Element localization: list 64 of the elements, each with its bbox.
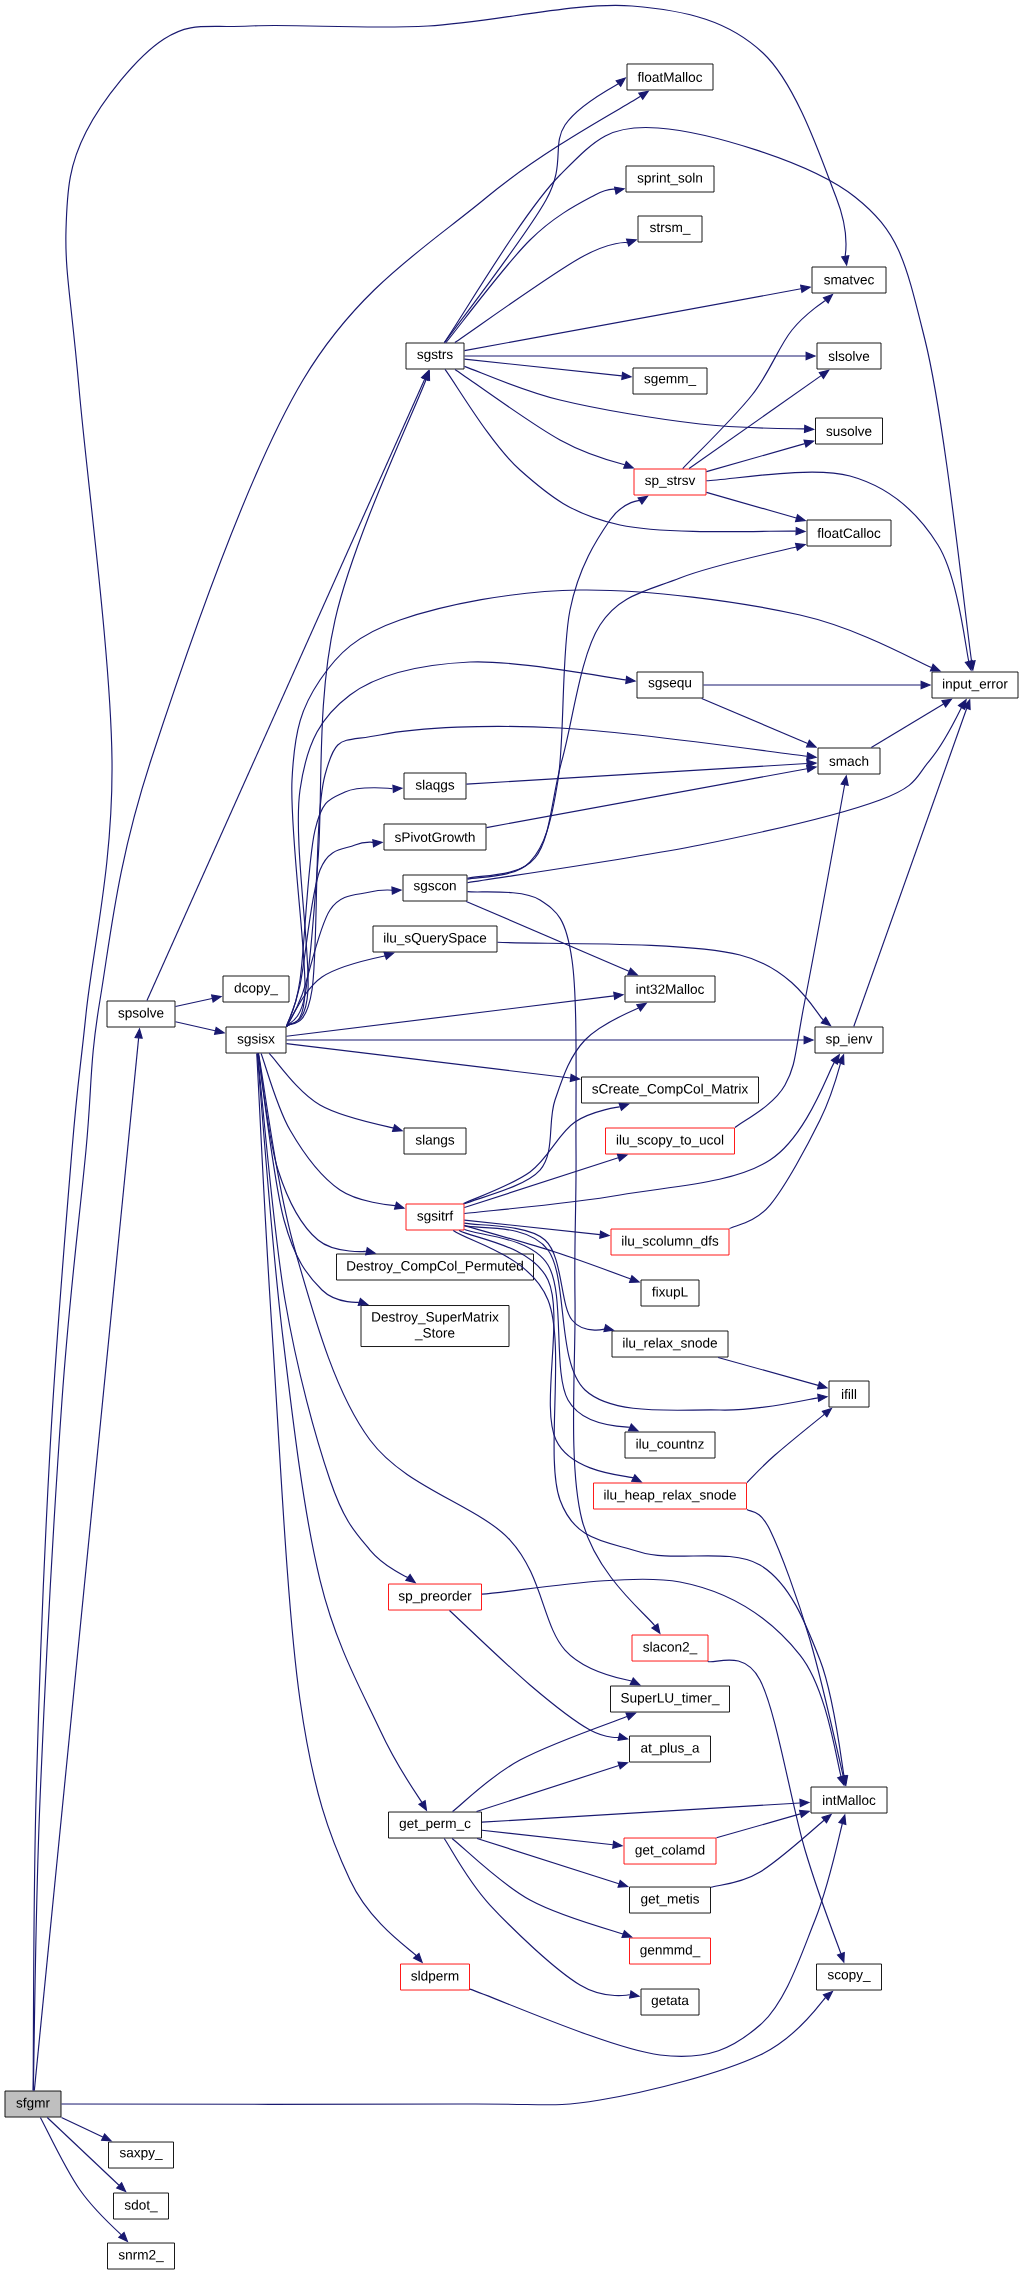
function-box: ilu_heap_relax_snode (593, 1482, 747, 1510)
function-box: spsolve (106, 1000, 176, 1028)
function-box: ilu_countnz (624, 1431, 716, 1459)
arrow (705, 439, 815, 473)
function-box: get_perm_c (388, 1811, 482, 1839)
function-box: Destroy_CompCol_Permuted (336, 1253, 534, 1281)
arrow (475, 1761, 629, 1813)
arrow (46, 2116, 127, 2193)
function-box: get_metis (629, 1886, 711, 1914)
function-box: floatMalloc (626, 63, 714, 91)
function-box: smach (817, 747, 881, 775)
arrow (746, 1407, 833, 1484)
function-box: ilu_relax_snode (611, 1330, 729, 1358)
function-box: sCreate_CompCol_Matrix (581, 1076, 759, 1104)
function-box: sgscon (402, 874, 468, 902)
function-box: fixupL (640, 1279, 700, 1307)
function-box: ilu_sQuerySpace (372, 925, 498, 953)
function-box: sldperm (400, 1963, 470, 1991)
function-box: getata (640, 1988, 700, 2016)
function-box: sprint_soln (625, 165, 715, 193)
arrow (451, 1837, 633, 1938)
function-box: sgsitrf (405, 1203, 465, 1231)
function-box: sgsequ (636, 671, 704, 699)
arrow (682, 293, 834, 470)
function-box: scopy_ (816, 1963, 882, 1991)
function-box: SuperLU_timer_ (610, 1685, 730, 1713)
function-box: sdot_ (113, 2192, 169, 2220)
function-box: sgsisx (225, 1026, 287, 1054)
function-box: input_error (931, 671, 1019, 699)
function-box: sgemm_ (632, 367, 708, 395)
function-box: sPivotGrowth (383, 823, 487, 851)
arrow (285, 1043, 581, 1083)
function-box: ilu_scopy_to_ucol (605, 1127, 735, 1155)
function-box: int32Malloc (624, 975, 716, 1003)
function-box: ifill (828, 1380, 870, 1408)
function-box: strsm_ (637, 215, 703, 243)
function-box: slaqgs (403, 772, 467, 800)
function-box: smatvec (811, 266, 887, 294)
arrow (496, 941, 832, 1027)
arrow (32, 4, 850, 2092)
function-box: sp_strsv (633, 468, 707, 496)
arrow (466, 495, 649, 880)
function-box: at_plus_a (629, 1735, 711, 1763)
function-box: sp_preorder (388, 1583, 482, 1611)
function-box: slsolve (816, 342, 882, 370)
function-box: slacon2_ (631, 1634, 709, 1662)
function-box: ilu_scolumn_dfs (610, 1228, 730, 1256)
arrow (451, 1712, 637, 1813)
function-box: floatCalloc (806, 519, 892, 547)
function-box: saxpy_ (108, 2141, 174, 2169)
arrow (476, 1837, 629, 1888)
function-box: susolve (815, 417, 883, 445)
function-box: dcopy_ (222, 975, 290, 1003)
function-box: snrm2_ (107, 2242, 175, 2270)
function-box: sp_ienv (814, 1026, 884, 1054)
function-box: genmmd_ (629, 1937, 711, 1965)
function-box: sfgmr (4, 2090, 62, 2118)
function-box: slangs (403, 1127, 467, 1155)
function-box: Destroy_SuperMatrix _Store (360, 1305, 510, 1347)
function-box: get_colamd (623, 1837, 717, 1865)
arrow (688, 369, 830, 470)
function-box: sgstrs (405, 342, 465, 370)
arrow (463, 365, 815, 434)
function-box: intMalloc (810, 1786, 888, 1814)
